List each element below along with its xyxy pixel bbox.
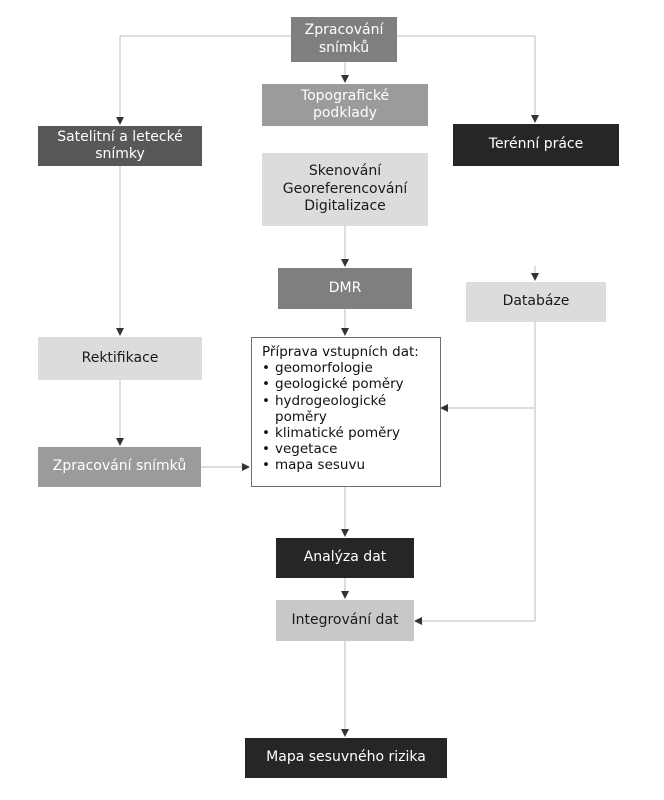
- box-zpracovani-snimku-top-line1: Zpracování: [304, 22, 384, 38]
- priprava-item: geomorfologie: [262, 360, 430, 376]
- box-zpracovani-snimku-left: Zpracování snímků: [38, 447, 201, 487]
- box-satelitni-line1: Satelitní a letecké: [57, 128, 183, 145]
- box-mapa-label: Mapa sesuvného rizika: [266, 749, 426, 766]
- box-zpracovani-snimku-top-line2: snímků: [318, 39, 370, 56]
- box-integrovani-label: Integrování dat: [291, 611, 399, 628]
- box-skenovani-line3: Digitalizace: [304, 198, 386, 215]
- box-terenni-label: Terénní práce: [488, 136, 584, 153]
- box-skenovani-line1: Skenování: [308, 163, 382, 180]
- box-satelitni-line2: snímky: [95, 146, 145, 162]
- box-dmr-label: DMR: [328, 279, 362, 296]
- priprava-item: hydrogeologické poměry: [262, 393, 430, 425]
- box-integrovani-dat: Integrování dat: [276, 600, 414, 641]
- box-terenni-prace: Terénní práce: [453, 124, 619, 166]
- box-topograficke-line2: podklady: [312, 105, 378, 121]
- box-analyza-label: Analýza dat: [303, 549, 387, 566]
- priprava-item: mapa sesuvu: [262, 457, 430, 473]
- priprava-item: geologické poměry: [262, 376, 430, 392]
- box-priprava-vstupnich-dat: Příprava vstupních dat: geomorfologie ge…: [251, 337, 441, 487]
- priprava-title: Příprava vstupních dat:: [262, 344, 419, 360]
- box-topograficke-line1: Topografické: [300, 87, 390, 104]
- box-databaze-label: Databáze: [502, 293, 570, 310]
- box-mapa-sesuvneho-rizika: Mapa sesuvného rizika: [245, 738, 447, 778]
- priprava-item: klimatické poměry: [262, 425, 430, 441]
- box-rektifikace-label: Rektifikace: [81, 349, 159, 366]
- box-skenovani-line2: Georeferencování: [282, 180, 408, 197]
- box-zpracovani-left-label: Zpracování snímků: [52, 458, 187, 475]
- priprava-item: vegetace: [262, 441, 430, 457]
- priprava-list: geomorfologie geologické poměry hydrogeo…: [262, 360, 430, 474]
- box-databaze: Databáze: [466, 282, 606, 322]
- box-rektifikace: Rektifikace: [38, 337, 202, 380]
- box-dmr: DMR: [278, 268, 412, 309]
- box-analyza-dat: Analýza dat: [276, 538, 414, 578]
